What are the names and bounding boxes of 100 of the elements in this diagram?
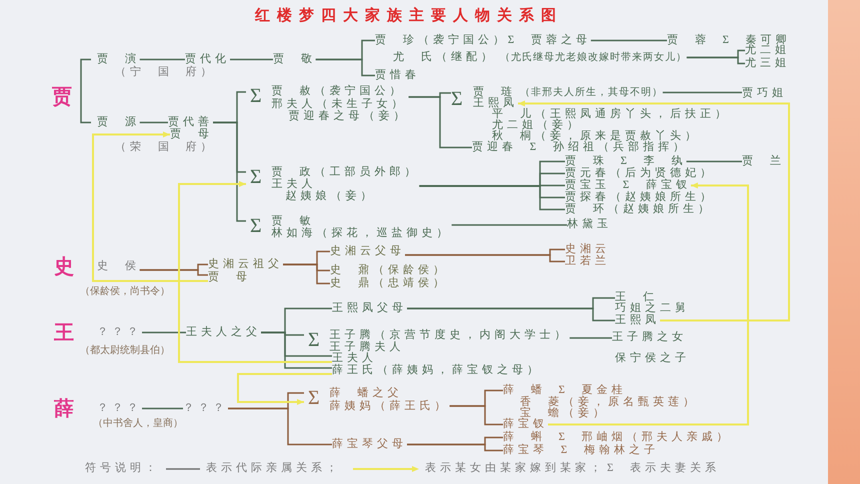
title-note: （中书舍人，皇商） bbox=[93, 418, 183, 430]
person-name: 史湘云 bbox=[565, 244, 610, 255]
legend-heading: 符号说明： bbox=[85, 463, 160, 474]
connector-line bbox=[230, 58, 273, 60]
person-name: 贾探春（赵姨娘所生） bbox=[565, 192, 715, 203]
person-name: 贾宝玉 Σ 薛宝钗 bbox=[565, 180, 691, 191]
connector-line bbox=[405, 254, 565, 262]
person-name: 贾惜春 bbox=[375, 70, 420, 81]
person-name: 贾 政（工部员外郎） bbox=[272, 166, 420, 178]
person-name: 香 菱（妾，原名甄英莲） bbox=[520, 397, 698, 408]
person-name: 王子腾之女 bbox=[612, 332, 687, 343]
connector-line bbox=[407, 308, 615, 322]
person-name: 秋 桐（妾，原来是贾赦丫头） bbox=[492, 131, 700, 142]
marriage-symbol: Σ bbox=[308, 388, 320, 408]
arrow bbox=[518, 100, 790, 322]
person-name: 贾迎春 Σ 孙绍祖（兵部指挥） bbox=[472, 142, 688, 153]
person-name: ？？？ bbox=[97, 327, 142, 338]
person-note: （尤氏继母尤老娘改嫁时带来两女儿） bbox=[500, 52, 687, 63]
connector-line bbox=[407, 444, 503, 452]
connector-line bbox=[686, 160, 742, 162]
person-name: 宝 蟾（妾） bbox=[520, 408, 608, 419]
person-name: 王夫人之父 bbox=[186, 327, 261, 338]
person-name: 贾 源 bbox=[97, 117, 140, 128]
connector-line bbox=[408, 96, 472, 148]
person-name: 尤二姐（妾） bbox=[492, 120, 582, 131]
marriage-symbol: Σ bbox=[451, 89, 463, 109]
connector-line bbox=[662, 92, 742, 94]
person-name: 贾 环（赵姨娘所生） bbox=[565, 204, 713, 215]
connector-line bbox=[142, 408, 183, 410]
person-name: 卫若兰 bbox=[565, 256, 610, 267]
person-name: 薛 蟠之父 bbox=[330, 387, 402, 400]
connector-line bbox=[142, 332, 186, 334]
person-name: 贾 珍（袭宁国公）Σ 贾蓉之母 bbox=[375, 35, 591, 46]
person-name: 贾代善 bbox=[168, 117, 213, 128]
title-note: （都太尉统制县伯） bbox=[80, 345, 170, 357]
person-name: 贾 兰 bbox=[742, 156, 785, 167]
person-name: 贾元春（后为贤德妃） bbox=[565, 168, 715, 179]
person-name: 王夫人 bbox=[272, 178, 317, 190]
marriage-symbol: Σ bbox=[250, 167, 262, 187]
person-name: 薛姨妈（薛王氏） bbox=[330, 400, 450, 413]
person-name: 史湘云父母 bbox=[330, 246, 405, 257]
person-note: （非邢夫人所生，其母不明） bbox=[520, 87, 663, 98]
family-name: 薛 bbox=[54, 398, 74, 420]
person-name: 尤 氏（继配） bbox=[393, 52, 496, 63]
marriage-symbol: Σ bbox=[250, 216, 262, 236]
person-name: 史 侯 bbox=[97, 261, 140, 272]
person-name: 林黛玉 bbox=[567, 219, 612, 230]
person-name: 贾 赦（袭宁国公） bbox=[272, 85, 404, 98]
person-name: 王 仁 bbox=[615, 292, 658, 303]
person-name: 史湘云祖父 bbox=[208, 259, 283, 270]
person-name: 贾 母 bbox=[208, 272, 251, 283]
connector-line bbox=[686, 56, 745, 64]
connector-line bbox=[228, 408, 332, 446]
marriage-symbol: Σ bbox=[250, 86, 262, 106]
family-name: 王 bbox=[54, 322, 74, 344]
arrow bbox=[178, 181, 332, 363]
person-name: 保宁侯之子 bbox=[615, 353, 690, 364]
person-name: ？？？ bbox=[183, 403, 228, 414]
person-name: 贾 蓉 Σ 秦可卿 bbox=[667, 35, 791, 46]
connector-line bbox=[283, 264, 330, 284]
person-name: 薛宝琴 Σ 梅翰林之子 bbox=[503, 445, 659, 456]
title: 红楼梦四大家族主要人物关系图 bbox=[255, 7, 563, 25]
connector-line bbox=[140, 269, 208, 276]
connector-line bbox=[452, 224, 567, 226]
branch-note: （荣 国 府） bbox=[115, 142, 216, 153]
person-name: 贾巧姐 bbox=[742, 88, 787, 99]
connector-line bbox=[570, 337, 612, 339]
marriage-symbol: Σ bbox=[308, 330, 320, 350]
person-name: 薛宝钗 bbox=[503, 419, 548, 430]
connector-line bbox=[140, 58, 185, 60]
person-name: 邢夫人（未生子女） bbox=[272, 98, 407, 110]
person-name: 林如海（探花，巡盐御史） bbox=[272, 227, 452, 239]
person-name: 尤二姐 bbox=[745, 45, 790, 56]
person-name: 尤三姐 bbox=[745, 58, 790, 69]
person-note: 巧姐之二舅 bbox=[615, 303, 690, 314]
person-name: 薛王氏（薛姨妈，薛宝钗之母） bbox=[332, 365, 542, 376]
legend-label: Σ 表示夫妻关系 bbox=[607, 463, 720, 474]
person-name: 贾代化 bbox=[185, 54, 230, 65]
connector-line bbox=[261, 332, 332, 369]
person-name: 王熙凤父母 bbox=[332, 303, 407, 314]
person-name: 王熙凤 bbox=[473, 98, 518, 109]
person-name: 薛宝琴父母 bbox=[332, 439, 407, 450]
person-name: 平 儿（王熙凤通房丫头，后扶正） bbox=[492, 109, 730, 120]
connector-line bbox=[140, 122, 168, 124]
person-name: ？？？ bbox=[97, 403, 142, 414]
connector-line bbox=[316, 58, 375, 76]
branch-note: （宁 国 府） bbox=[115, 67, 216, 78]
connector-line bbox=[590, 40, 667, 42]
arrow bbox=[237, 373, 332, 405]
person-name: 贾迎春之母（妾） bbox=[288, 110, 409, 122]
person-name: 贾 敏 bbox=[272, 215, 314, 227]
connector-line bbox=[450, 405, 503, 426]
person-name: 薛 蟠 Σ 夏金桂 bbox=[503, 385, 627, 396]
person-name: 王子腾（京营节度史，内阁大学士） bbox=[330, 329, 570, 341]
family-name: 贾 bbox=[52, 86, 72, 108]
person-name: 史 鼐（保龄侯） bbox=[330, 265, 448, 276]
person-name: 贾 演 bbox=[97, 54, 140, 65]
arrow bbox=[92, 132, 208, 282]
person-name: 王夫人 bbox=[332, 353, 377, 364]
connector-line bbox=[213, 122, 246, 222]
